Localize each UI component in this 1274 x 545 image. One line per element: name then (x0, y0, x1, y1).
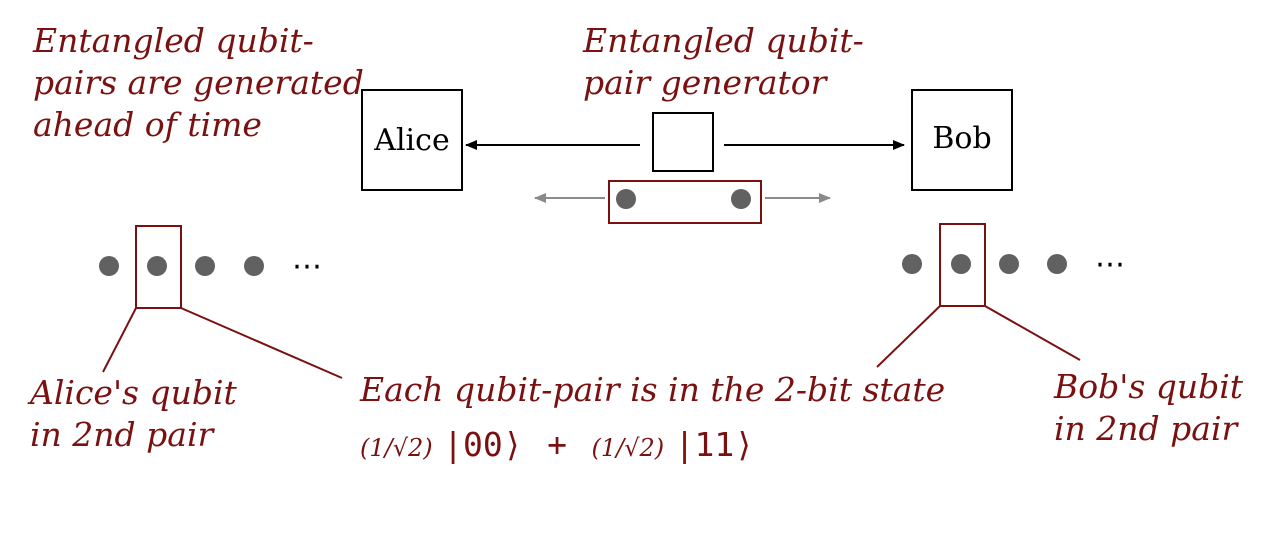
alice-qubit (99, 256, 119, 276)
alice-qubit-label-line: Alice's qubit (30, 373, 237, 412)
formula-coefficient: (1/√2) (360, 434, 433, 462)
alice-qubit (195, 256, 215, 276)
leader-bob-state (876, 305, 941, 368)
formula-ket-00: |00⟩ (443, 425, 523, 464)
bob-node-label: Bob (932, 121, 991, 156)
pregenerated-note-line: pairs are generated (33, 63, 364, 102)
alice-qubit (147, 256, 167, 276)
alice-qubit-label-line: in 2nd pair (30, 415, 214, 454)
generator-label: Entangled qubit- pair generator (583, 20, 864, 104)
bob-qubit (1047, 254, 1067, 274)
bob-qubit (902, 254, 922, 274)
pregenerated-note-line: ahead of time (33, 105, 262, 144)
entangled-pair-box (608, 180, 762, 224)
generator-label-line: Entangled qubit- (583, 21, 864, 60)
alice-ellipsis: ⋯ (292, 249, 322, 284)
state-formula: (1/√2) |00⟩ + (1/√2) |11⟩ (360, 424, 754, 469)
bob-qubit-label: Bob's qubit in 2nd pair (1054, 366, 1243, 450)
bob-qubit (951, 254, 971, 274)
formula-plus: + (547, 425, 568, 464)
alice-second-pair-highlight (135, 225, 182, 309)
pregenerated-note: Entangled qubit- pairs are generated ahe… (33, 20, 364, 146)
leader-alice-state (180, 307, 343, 379)
alice-qubit-label: Alice's qubit in 2nd pair (30, 372, 237, 456)
leader-bob-qubit (984, 305, 1081, 361)
formula-coefficient: (1/√2) (591, 434, 665, 462)
bob-ellipsis: ⋯ (1095, 247, 1125, 282)
formula-ket-11: |11⟩ (674, 425, 755, 464)
pair-qubit-right (731, 189, 751, 209)
state-caption: Each qubit-pair is in the 2-bit state (360, 370, 946, 409)
pair-qubit-left (616, 189, 636, 209)
bob-node-box (911, 89, 1013, 191)
alice-node-box (361, 89, 463, 191)
leader-alice-qubit (102, 307, 137, 373)
pregenerated-note-line: Entangled qubit- (33, 21, 314, 60)
generator-label-line: pair generator (583, 63, 827, 102)
generator-box (652, 112, 714, 172)
bob-qubit-label-line: Bob's qubit (1054, 367, 1244, 406)
bob-second-pair-highlight (939, 223, 986, 307)
bob-qubit-label-line: in 2nd pair (1054, 409, 1238, 448)
alice-qubit (244, 256, 264, 276)
alice-node-label: Alice (373, 123, 449, 158)
bob-qubit (999, 254, 1019, 274)
